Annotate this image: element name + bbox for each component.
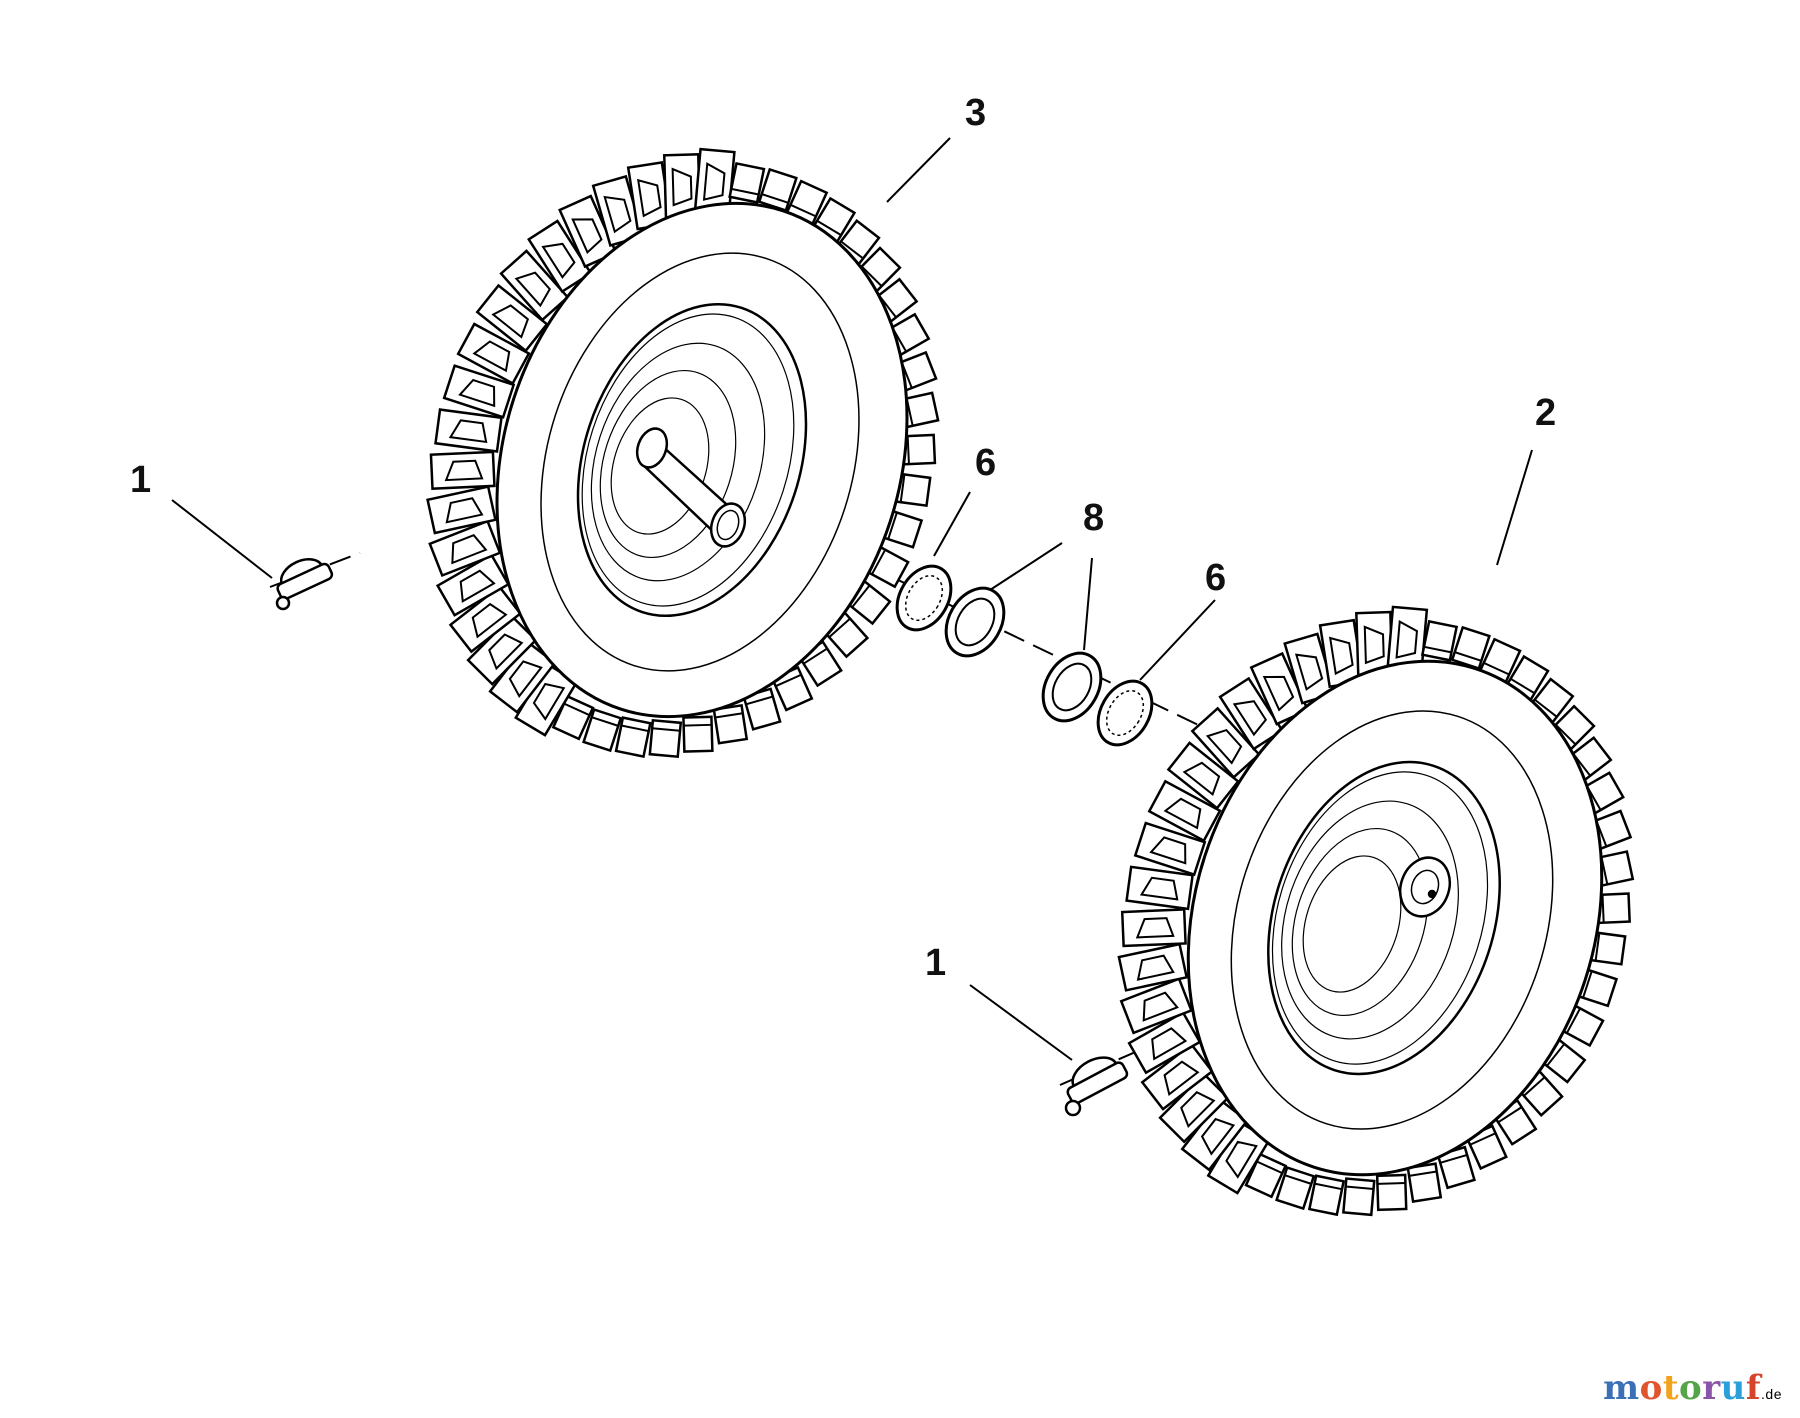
rim-right bbox=[1186, 659, 1604, 1177]
tread-lug bbox=[456, 322, 531, 386]
tread-lug bbox=[1420, 619, 1459, 662]
tread-lug bbox=[448, 584, 523, 654]
axle-shaft-left bbox=[635, 427, 747, 548]
hitch-pin-right bbox=[1064, 1056, 1129, 1117]
tread-lug bbox=[712, 703, 749, 745]
tread-lug bbox=[1342, 1177, 1376, 1217]
tread-lug bbox=[757, 167, 798, 212]
hitch-pin-left bbox=[275, 558, 334, 611]
tread-lug bbox=[434, 408, 503, 453]
leader-6b bbox=[1139, 599, 1216, 681]
leader-8a bbox=[989, 542, 1063, 591]
tread-lug bbox=[1166, 741, 1240, 810]
leader-2 bbox=[1496, 449, 1533, 566]
leader-1a bbox=[171, 499, 273, 579]
tread-lug bbox=[1125, 865, 1195, 911]
watermark-letter: o bbox=[1639, 1368, 1663, 1408]
callout-labels: 1 3 6 8 6 2 1 bbox=[130, 92, 1556, 984]
tread-lug bbox=[648, 718, 683, 759]
tread-lug bbox=[1307, 1174, 1346, 1217]
tread-lug bbox=[1147, 779, 1222, 843]
tread-lug bbox=[527, 219, 593, 294]
tread-lug bbox=[1275, 1166, 1316, 1211]
tread-lug bbox=[475, 283, 549, 353]
tread-lug bbox=[1450, 625, 1491, 670]
tread-lug bbox=[1127, 1010, 1202, 1075]
tread-lug bbox=[614, 716, 652, 759]
lock-washer-right bbox=[1096, 679, 1154, 747]
leader-6a bbox=[933, 491, 971, 557]
tread-lug bbox=[442, 364, 516, 419]
tread-lug bbox=[1119, 977, 1193, 1035]
tread-lug bbox=[428, 519, 502, 578]
leader-3 bbox=[886, 137, 951, 203]
rim-left bbox=[495, 201, 909, 719]
callout-8: 8 bbox=[1083, 497, 1104, 539]
watermark-letters: motoruf bbox=[1603, 1368, 1761, 1408]
watermark-letter: o bbox=[1679, 1368, 1703, 1408]
wheel-left bbox=[426, 147, 940, 759]
leader-8b bbox=[1083, 557, 1093, 651]
tread-lug bbox=[429, 450, 496, 490]
tread-lug bbox=[1218, 676, 1285, 751]
leader-1b bbox=[969, 984, 1073, 1061]
tread-lug bbox=[582, 708, 623, 753]
tread-lug bbox=[1406, 1162, 1443, 1203]
lock-washer-left bbox=[895, 564, 953, 632]
axle-hub-right bbox=[1398, 856, 1452, 918]
tread-lug bbox=[426, 485, 497, 535]
watermark-letter: m bbox=[1603, 1368, 1640, 1408]
tread-lug bbox=[435, 553, 511, 617]
flat-washer-right bbox=[1041, 651, 1103, 723]
tread-lug bbox=[1120, 908, 1187, 948]
tread-lug bbox=[1133, 821, 1207, 877]
watermark-letter: t bbox=[1662, 1368, 1680, 1408]
motoruf-watermark-logo: motoruf.de bbox=[1603, 1368, 1782, 1408]
tread-lug bbox=[1375, 1173, 1408, 1212]
flat-washer-left bbox=[944, 586, 1006, 658]
tread-lug bbox=[499, 249, 570, 322]
tread-lug bbox=[1140, 1042, 1214, 1111]
callout-6-right: 6 bbox=[1205, 557, 1226, 599]
leader-lines bbox=[171, 137, 1533, 1061]
tread-lug bbox=[728, 161, 766, 204]
callout-6-left: 6 bbox=[975, 442, 996, 484]
watermark-letter: f bbox=[1745, 1368, 1762, 1408]
watermark-letter: u bbox=[1720, 1368, 1746, 1408]
wheel-right bbox=[1117, 605, 1635, 1217]
tread-lug bbox=[1593, 892, 1631, 925]
tread-lug bbox=[1244, 1152, 1288, 1199]
tread-lug bbox=[682, 715, 714, 753]
watermark-suffix: .de bbox=[1761, 1386, 1782, 1402]
tread-lug bbox=[1190, 706, 1261, 779]
watermark-letter: r bbox=[1702, 1368, 1721, 1408]
callout-3: 3 bbox=[965, 92, 986, 134]
tread-lug bbox=[1117, 942, 1189, 992]
callout-1-right: 1 bbox=[925, 942, 946, 984]
callout-2: 2 bbox=[1535, 392, 1556, 434]
callout-1-left: 1 bbox=[130, 459, 151, 501]
